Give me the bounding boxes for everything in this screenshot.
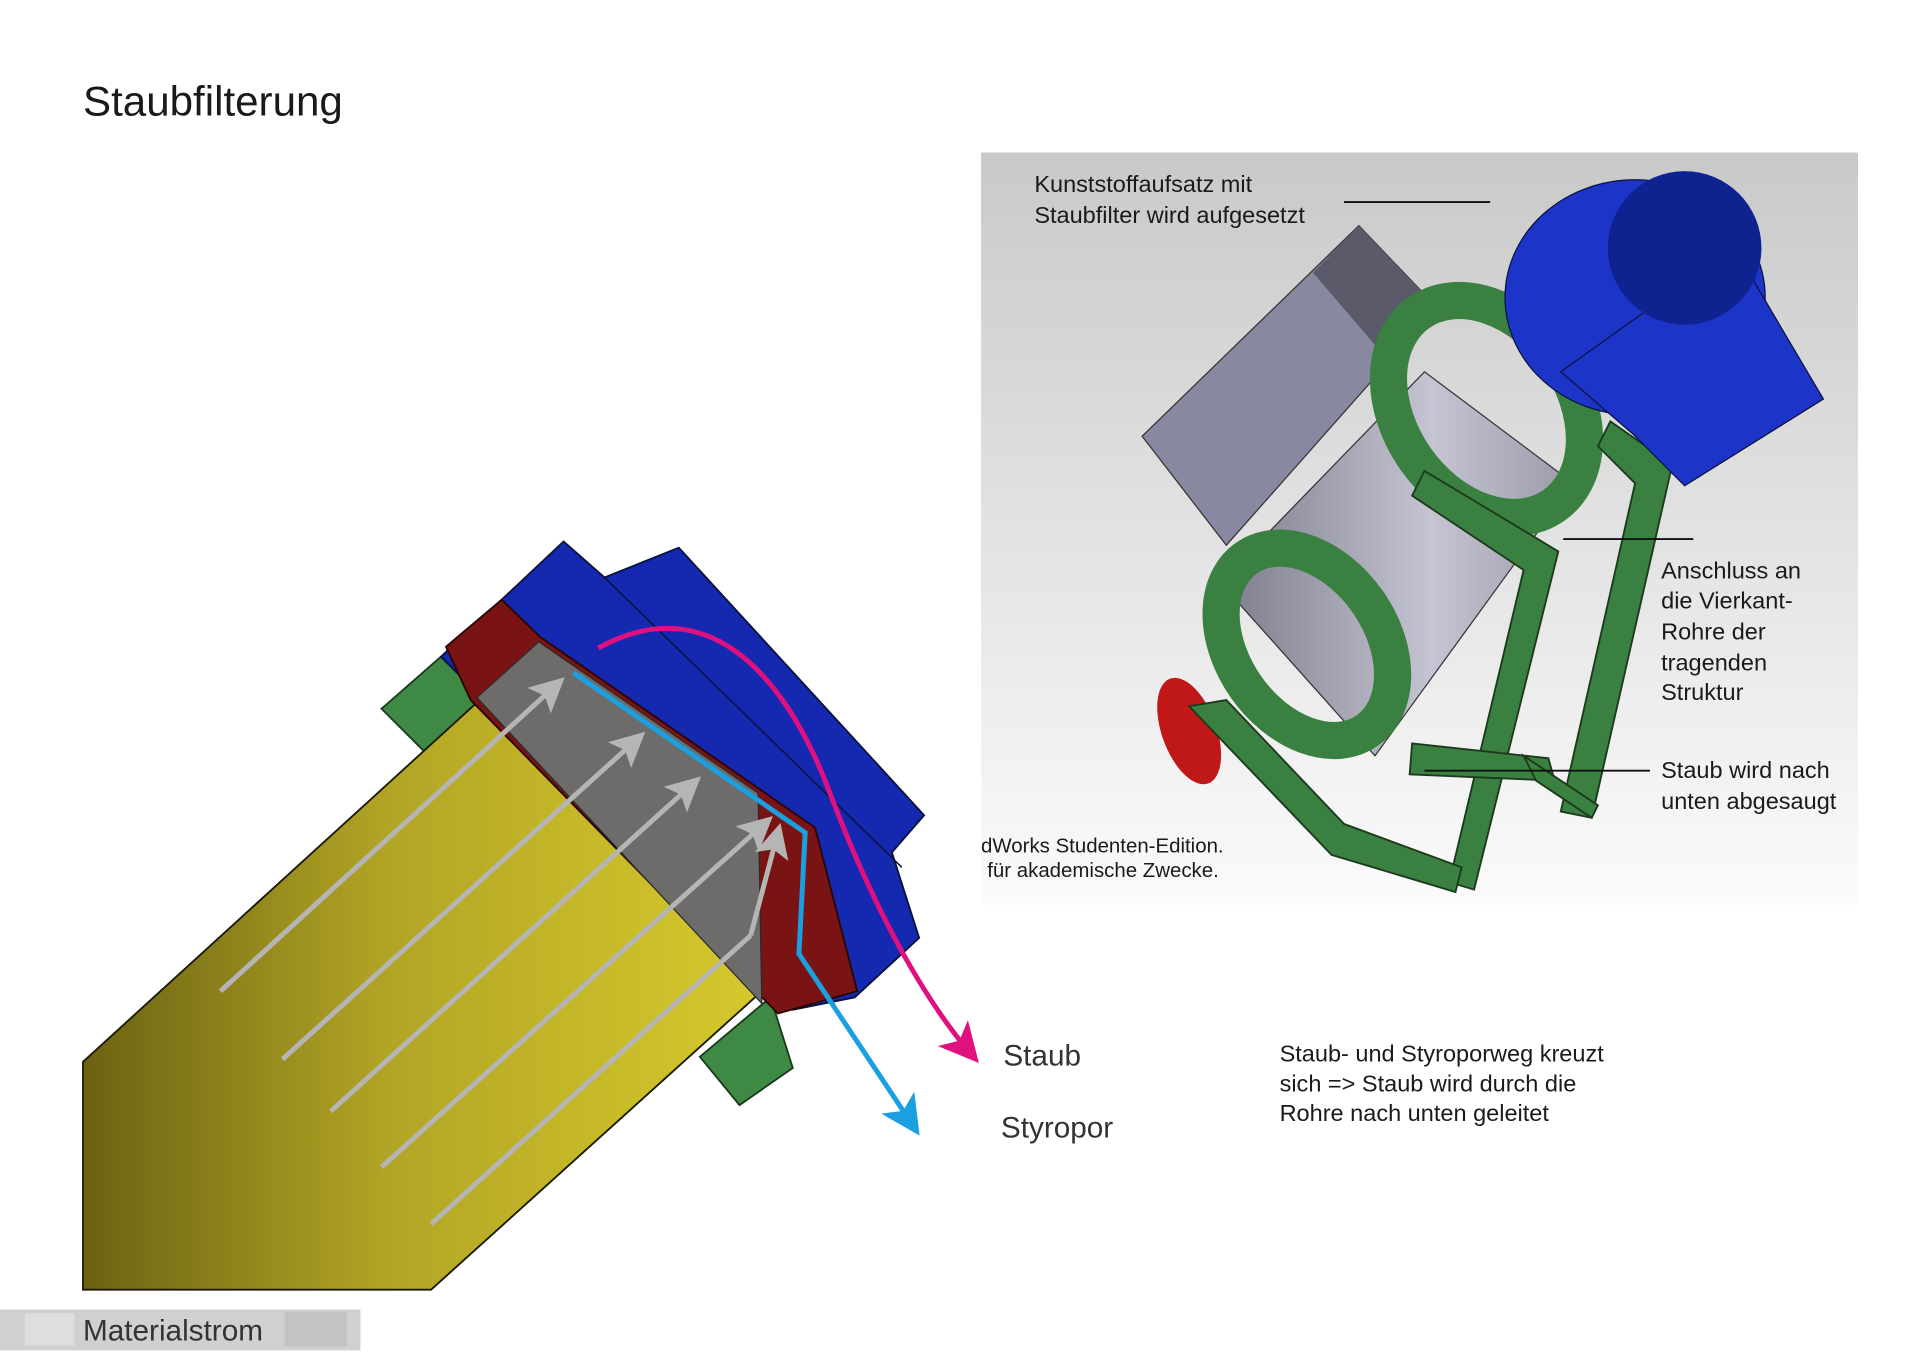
gray-filter-pad — [476, 641, 763, 1006]
watermark-line1: dWorks Studenten-Edition. — [981, 835, 1224, 857]
green-flange-bottom — [698, 995, 794, 1107]
cross-section-diagram — [82, 540, 979, 1291]
staub-path-arrow — [597, 625, 979, 1064]
note-line3: Rohre nach unten geleitet — [1280, 1100, 1550, 1126]
render-panel: Kunststoffaufsatz mit Staubfilter wird a… — [981, 152, 1859, 905]
label-suction-line2: unten abgesaugt — [1661, 788, 1837, 814]
label-connection-line4: tragenden — [1661, 649, 1767, 675]
note-line1: Staub- und Styroporweg kreuzt — [1280, 1041, 1605, 1067]
watermark-line2: für akademische Zwecke. — [987, 860, 1219, 882]
footer-label-bar: Materialstrom — [0, 1309, 361, 1351]
note-line2: sich => Staub wird durch die — [1280, 1070, 1577, 1096]
blue-filter-cap — [1504, 171, 1825, 487]
material-flow-arrows — [218, 677, 789, 1226]
leader-lines — [1344, 201, 1694, 772]
footer-label: Materialstrom — [83, 1314, 263, 1347]
styropor-path-arrow — [572, 670, 920, 1136]
label-connection-line2: die Vierkant- — [1661, 587, 1793, 613]
label-connection-line1: Anschluss an — [1661, 558, 1801, 584]
label-connection-line3: Rohre der — [1661, 618, 1766, 644]
label-top-line2: Staubfilter wird aufgesetzt — [1034, 202, 1305, 228]
legend-staub: Staub — [1003, 1039, 1081, 1072]
label-top-line1: Kunststoffaufsatz mit — [1034, 171, 1252, 197]
label-suction-line1: Staub wird nach — [1661, 757, 1830, 783]
label-connection-line5: Struktur — [1661, 679, 1743, 705]
yellow-tube — [82, 701, 764, 1291]
legend-styropor: Styropor — [1001, 1111, 1113, 1144]
page-title: Staubfilterung — [83, 77, 343, 124]
